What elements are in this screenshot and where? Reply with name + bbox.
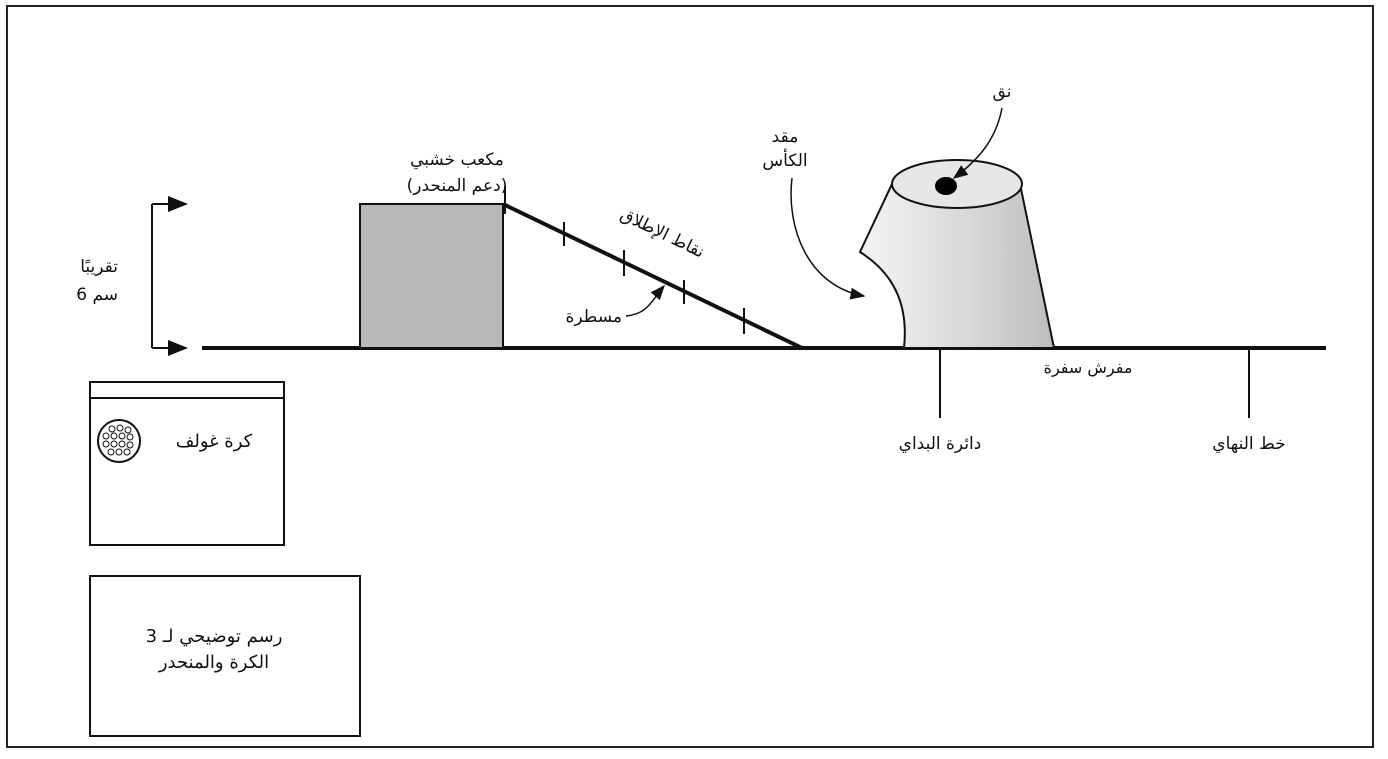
wooden-block	[359, 203, 504, 349]
block-label-line1: مكعب خشبي	[410, 150, 504, 170]
ruler-pointer	[625, 284, 665, 317]
launch-point-ticks	[504, 186, 745, 334]
caption-box: رسم توضيحي لـ 3 الكرة والمنحدر	[89, 575, 361, 737]
cup-mouth-pointer	[790, 177, 866, 300]
diagram-frame	[6, 5, 1374, 748]
height-label-line2: 6 سم	[76, 285, 118, 305]
ramp-ruler	[502, 202, 803, 350]
launch-points-label: نقاط الإطلاق	[617, 205, 707, 263]
cup-top	[891, 159, 1023, 209]
golf-ball-icon	[97, 419, 141, 463]
finish-line-label: خط النهاي	[1212, 434, 1285, 454]
block-label-line2: (دعم المنحدر)	[407, 176, 508, 196]
cup	[858, 159, 1056, 349]
height-bracket	[151, 196, 188, 356]
golf-ball-label: كرة غولف	[176, 431, 253, 452]
ruler-label: مسطرة	[565, 307, 622, 327]
golf-ball-legend: كرة غولف	[89, 381, 285, 546]
caption-line1: رسم توضيحي لـ 3	[146, 626, 283, 647]
start-circle-label: دائرة البداي	[899, 434, 982, 454]
dot-marker	[935, 177, 957, 195]
tablecloth-label: مفرش سفرة	[1044, 358, 1133, 378]
cup-mouth-label-line2: الكأس	[762, 148, 807, 171]
caption-line2: الكرة والمنحدر	[158, 652, 269, 673]
dot-pointer	[952, 107, 1003, 179]
dot-label: نق	[993, 82, 1012, 102]
cup-mouth-label-line1: مقد	[772, 127, 799, 147]
height-label-line1: تقريبًا	[80, 257, 118, 277]
